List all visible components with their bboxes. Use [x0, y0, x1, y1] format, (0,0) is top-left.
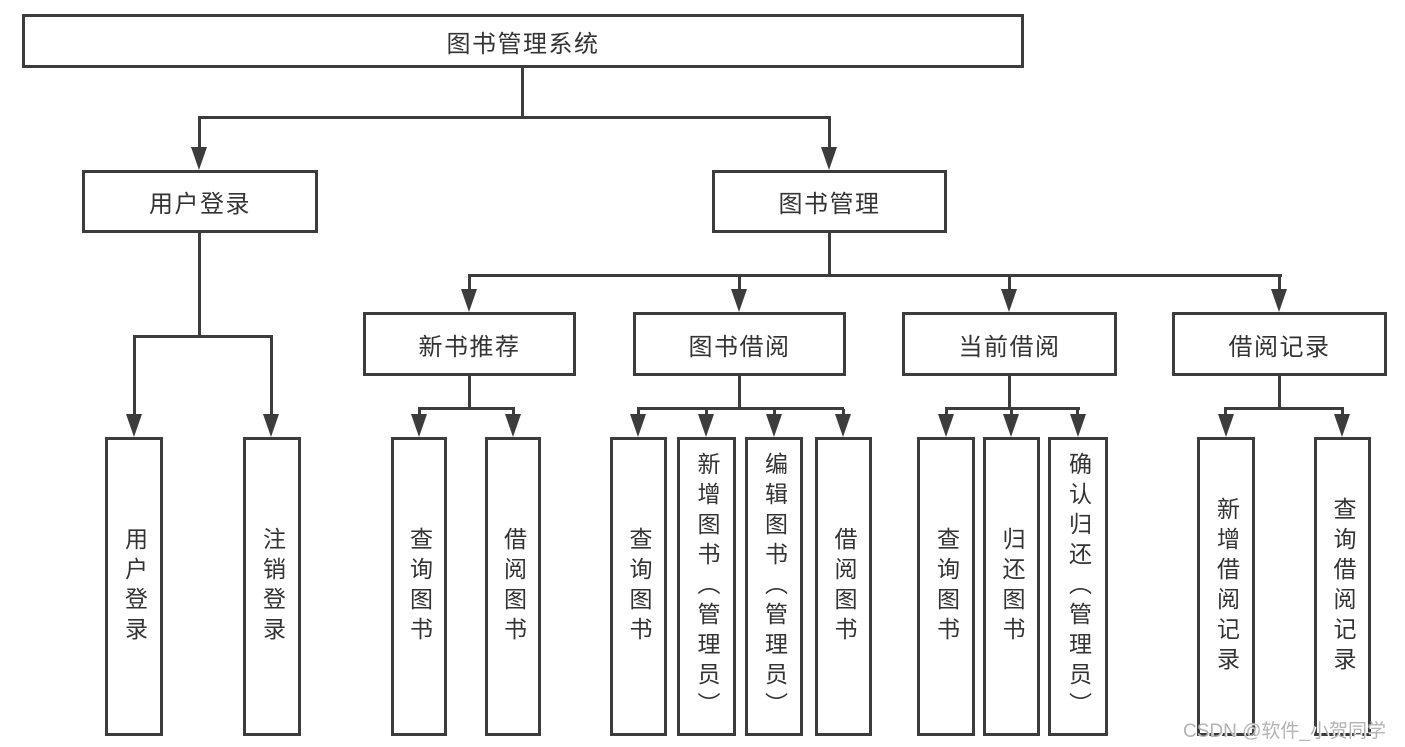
connector-stem-user-login — [198, 118, 201, 148]
connector-stem-leaf — [512, 409, 515, 416]
arrowhead-down-icon — [630, 414, 646, 437]
leaf-return-book-label: 归还图书 — [999, 526, 1025, 647]
node-user-login: 用户登录 — [82, 170, 318, 233]
arrowhead-down-icon — [461, 289, 477, 312]
node-book-management-label: 图书管理 — [778, 191, 881, 218]
leaf-borrow-book-2: 借阅图书 — [815, 437, 872, 736]
node-book-borrow: 图书借阅 — [633, 312, 846, 376]
connector-stem-leaf — [270, 337, 273, 416]
node-user-login-label: 用户登录 — [149, 191, 251, 218]
leaf-query-book-3: 查询图书 — [917, 437, 975, 736]
connector-group-branch — [418, 407, 515, 410]
connector-stem-leaf — [945, 409, 948, 416]
connector-stem-leaf — [842, 409, 845, 416]
connector-group-drop — [738, 374, 741, 409]
connector-user-login-drop — [198, 231, 201, 337]
leaf-edit-book-admin-label: 编辑图书（管理员） — [761, 451, 788, 722]
leaf-add-book-admin-label: 新增图书（管理员） — [694, 451, 720, 722]
connector-group-branch — [945, 407, 1080, 410]
arrowhead-down-icon — [1271, 289, 1287, 312]
arrowhead-down-icon — [263, 414, 279, 437]
leaf-user-login-label: 用户登录 — [121, 526, 148, 647]
connector-group-branch — [637, 407, 844, 410]
leaf-confirm-return-admin-label: 确认归还（管理员） — [1065, 451, 1092, 722]
connector-group-drop — [1278, 374, 1281, 409]
connector-user-login-branch — [133, 335, 273, 338]
arrowhead-down-icon — [1218, 414, 1234, 437]
node-book-borrow-label: 图书借阅 — [688, 333, 791, 361]
connector-root-drop — [521, 66, 524, 118]
node-book-management: 图书管理 — [712, 170, 947, 233]
leaf-query-book-1: 查询图书 — [391, 437, 447, 736]
connector-stem-leaf — [133, 337, 136, 416]
connector-group-branch — [1224, 407, 1344, 410]
arrowhead-down-icon — [835, 414, 851, 437]
connector-stem-level3 — [468, 276, 471, 290]
leaf-return-book: 归还图书 — [983, 437, 1040, 736]
node-current-borrow-label: 当前借阅 — [958, 333, 1061, 361]
arrowhead-down-icon — [731, 289, 747, 312]
node-library-system-label: 图书管理系统 — [446, 30, 600, 58]
leaf-query-book-1-label: 查询图书 — [406, 526, 433, 647]
arrowhead-down-icon — [698, 414, 714, 437]
connector-stem-leaf — [637, 409, 640, 416]
leaf-query-book-3-label: 查询图书 — [933, 526, 960, 647]
leaf-query-borrow-record: 查询借阅记录 — [1314, 437, 1371, 736]
arrowhead-down-icon — [938, 414, 954, 437]
leaf-logout: 注销登录 — [243, 437, 301, 736]
connector-stem-leaf — [773, 409, 776, 416]
connector-stem-leaf — [705, 409, 708, 416]
connector-group-drop — [468, 374, 471, 409]
arrowhead-down-icon — [411, 414, 427, 437]
connector-stem-level3 — [738, 276, 741, 290]
leaf-borrow-book-1: 借阅图书 — [485, 437, 541, 736]
leaf-query-book-2: 查询图书 — [610, 437, 667, 736]
leaf-add-book-admin: 新增图书（管理员） — [677, 437, 736, 736]
connector-stem-leaf — [1010, 409, 1013, 416]
connector-level3-branch — [468, 274, 1282, 277]
arrowhead-down-icon — [126, 414, 142, 437]
node-new-book-recommend: 新书推荐 — [363, 312, 576, 376]
connector-stem-leaf — [418, 409, 421, 416]
leaf-borrow-book-2-label: 借阅图书 — [831, 526, 857, 647]
leaf-logout-label: 注销登录 — [259, 526, 286, 647]
connector-stem-level3 — [1278, 276, 1281, 290]
leaf-query-borrow-record-label: 查询借阅记录 — [1330, 496, 1356, 677]
node-new-book-recommend-label: 新书推荐 — [418, 333, 521, 361]
arrowhead-down-icon — [505, 414, 521, 437]
node-library-system: 图书管理系统 — [22, 14, 1024, 68]
connector-level2-branch — [198, 116, 831, 119]
arrowhead-down-icon — [1001, 289, 1017, 312]
leaf-user-login: 用户登录 — [105, 437, 163, 736]
connector-stem-leaf — [1341, 409, 1344, 416]
arrowhead-down-icon — [821, 147, 837, 170]
arrowhead-down-icon — [191, 147, 207, 170]
arrowhead-down-icon — [1070, 414, 1086, 437]
connector-stem-book-mgmt — [828, 118, 831, 148]
connector-stem-leaf — [1224, 409, 1227, 416]
node-borrow-record-label: 借阅记录 — [1228, 333, 1331, 361]
node-current-borrow: 当前借阅 — [902, 312, 1117, 376]
connector-stem-leaf — [1076, 409, 1079, 416]
leaf-borrow-book-1-label: 借阅图书 — [500, 526, 527, 647]
node-borrow-record: 借阅记录 — [1172, 312, 1387, 376]
leaf-edit-book-admin: 编辑图书（管理员） — [745, 437, 803, 736]
leaf-confirm-return-admin: 确认归还（管理员） — [1048, 437, 1108, 736]
leaf-query-book-2-label: 查询图书 — [626, 526, 652, 647]
csdn-watermark: CSDN @软件_小贺同学 — [1183, 721, 1386, 742]
arrowhead-down-icon — [766, 414, 782, 437]
arrowhead-down-icon — [1003, 414, 1019, 437]
connector-group-drop — [1008, 374, 1011, 409]
connector-book-mgmt-drop — [828, 231, 831, 276]
arrowhead-down-icon — [1334, 414, 1350, 437]
connector-stem-level3 — [1008, 276, 1011, 290]
leaf-add-borrow-record: 新增借阅记录 — [1197, 437, 1255, 736]
leaf-add-borrow-record-label: 新增借阅记录 — [1213, 496, 1240, 677]
